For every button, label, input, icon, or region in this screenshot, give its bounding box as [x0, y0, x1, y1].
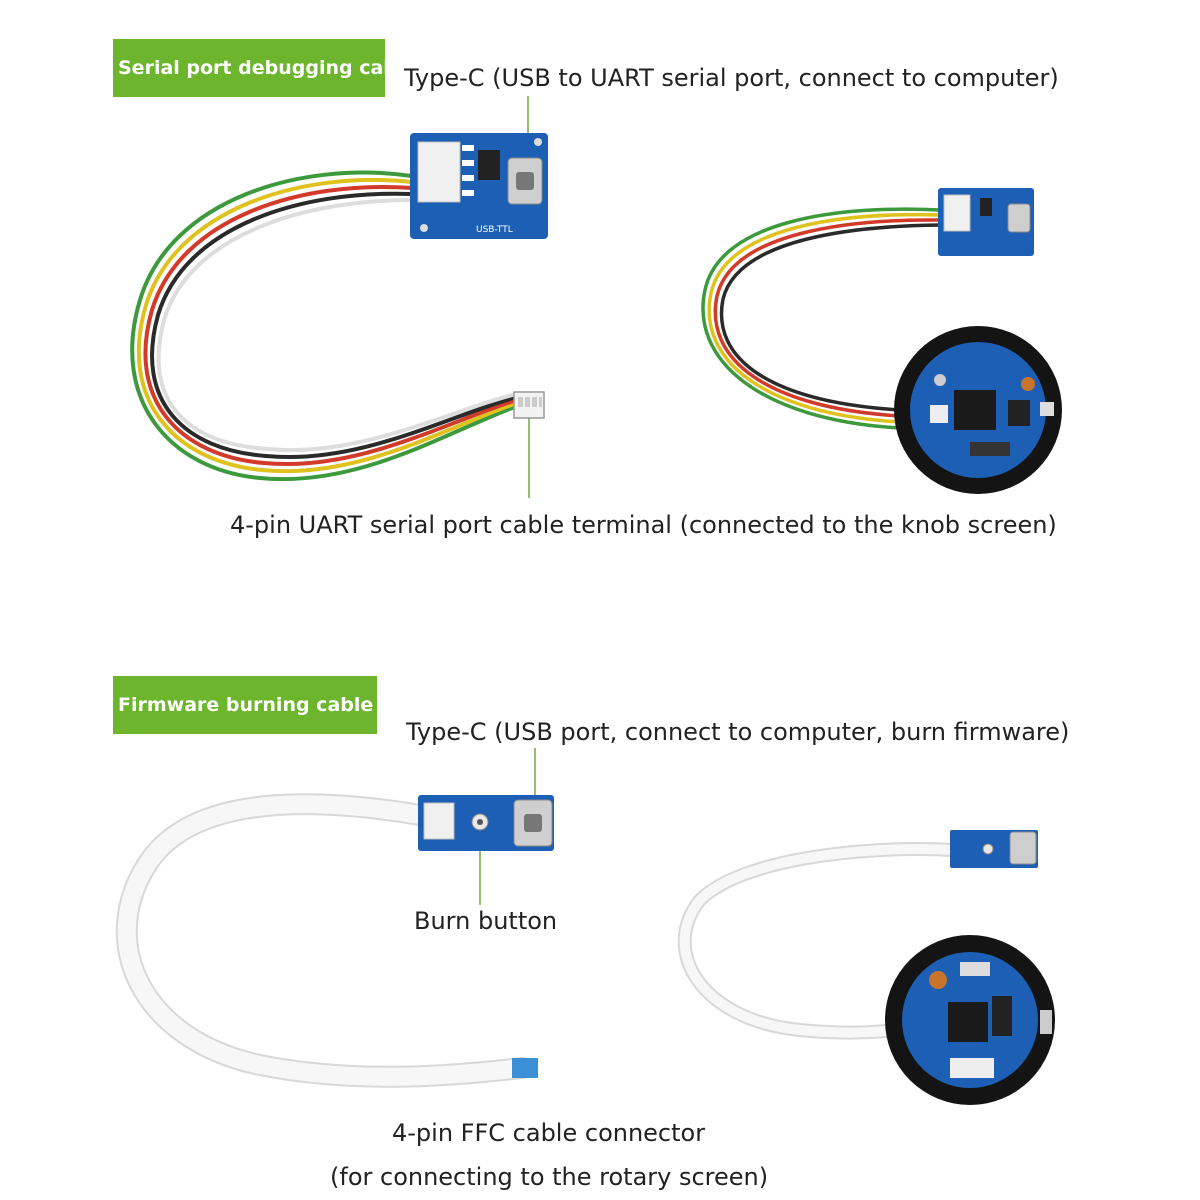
serial-cable-wires-left [130, 170, 522, 482]
board-silkscreen-left: USB-TTL [476, 225, 513, 235]
firmware-cable-badge: Firmware burning cable [113, 676, 377, 734]
ffc-connector-label: 4-pin FFC cable connector [392, 1119, 706, 1147]
serial-cable-wires-right [701, 207, 942, 430]
ffc-4pin-connector [512, 1058, 538, 1078]
burn-board-left [418, 795, 554, 851]
firmware-typec-label: Type-C (USB port, connect to computer, b… [406, 718, 1070, 746]
ffc-connector-sublabel: (for connecting to the rotary screen) [330, 1163, 769, 1191]
serial-cable-badge: Serial port debugging cable [113, 39, 416, 97]
ffc-cable-left [115, 793, 533, 1088]
burn-board-right [950, 830, 1038, 868]
usb-ttl-board-right [938, 188, 1034, 256]
burn-button-label: Burn button [414, 907, 558, 935]
serial-typec-label: Type-C (USB to UART serial port, connect… [404, 64, 1059, 92]
knob-screen-firmware [885, 935, 1055, 1105]
uart-4pin-terminal [513, 391, 545, 419]
serial-terminal-label: 4-pin UART serial port cable terminal (c… [230, 511, 1057, 539]
knob-screen-serial [894, 326, 1062, 494]
usb-ttl-board-left [410, 133, 548, 239]
ffc-cable-right [677, 842, 959, 1040]
